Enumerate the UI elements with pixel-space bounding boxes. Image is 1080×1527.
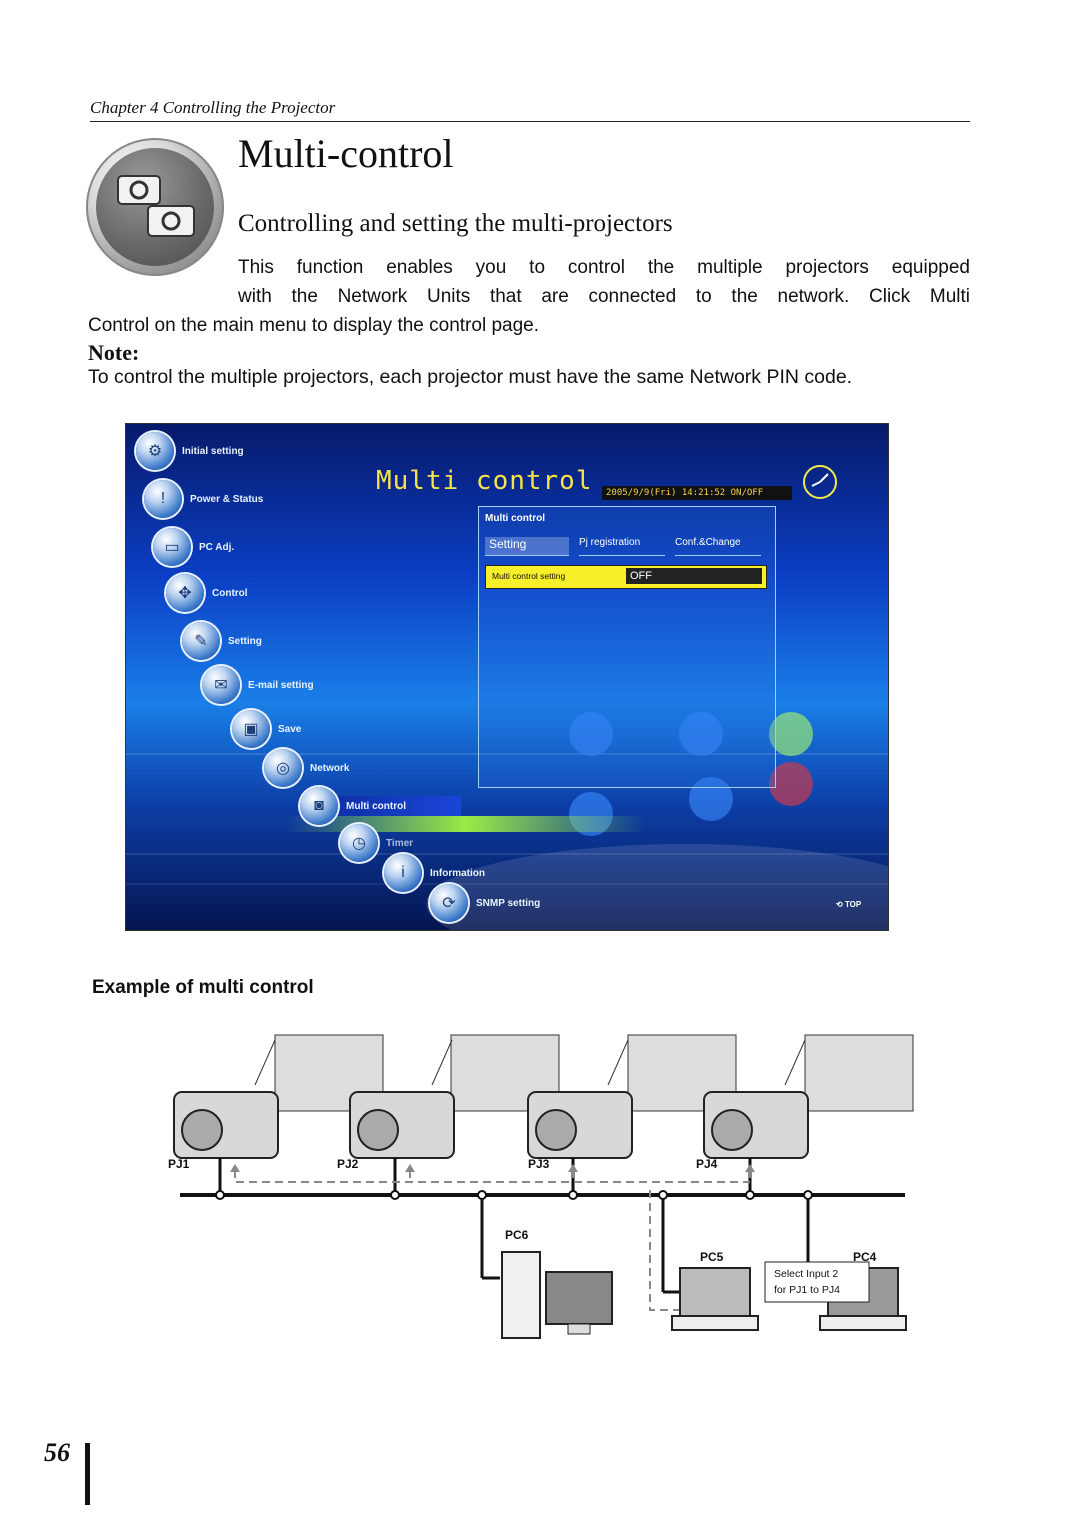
multi-control-icon	[86, 138, 224, 276]
callout-line-1: Select Input 2	[774, 1268, 839, 1280]
tab-setting[interactable]: Setting	[485, 537, 569, 556]
menu-timer[interactable]: ◷ Timer	[340, 824, 413, 862]
menu-information[interactable]: i Information	[384, 854, 485, 892]
menu-save[interactable]: ▣ Save	[232, 710, 301, 748]
wrench-icon: ✎	[182, 622, 220, 660]
tab-pj-registration[interactable]: Pj registration	[579, 537, 665, 556]
panel-title: Multi control	[485, 513, 545, 524]
callout-line-2: for PJ1 to PJ4	[774, 1284, 840, 1296]
label-pc5: PC5	[700, 1250, 724, 1264]
page-number: 56	[44, 1438, 70, 1467]
datetime-bar: 2005/9/9(Fri) 14:21:52 ON/OFF	[602, 486, 792, 500]
multi-control-panel: Multi control Setting Pj registration Co…	[478, 506, 776, 788]
body-text-line-2: with the Network Units that are connecte…	[238, 286, 970, 307]
tab-conf-change[interactable]: Conf.&Change	[675, 537, 761, 556]
body-text-line-3: Control on the main menu to display the …	[88, 315, 539, 336]
envelope-icon: ✉	[202, 666, 240, 704]
multi-control-diagram	[173, 1034, 914, 1339]
menu-email-setting[interactable]: ✉ E-mail setting	[202, 666, 314, 704]
label-pj1: PJ1	[168, 1157, 190, 1171]
chapter-header: Chapter 4 Controlling the Projector	[90, 98, 336, 117]
label-pj4: PJ4	[696, 1157, 718, 1171]
page-title: Multi-control	[238, 131, 454, 176]
pc6-computer	[501, 1251, 613, 1339]
info-icon: i	[384, 854, 422, 892]
note-text: To control the multiple projectors, each…	[88, 366, 853, 388]
disk-icon: ▣	[232, 710, 270, 748]
multi-control-setting-row: Multi control setting OFF	[485, 565, 767, 589]
callout-box	[764, 1261, 870, 1303]
projector-shapes	[173, 1091, 809, 1159]
projector-icon: ◙	[300, 787, 338, 825]
label-pj3: PJ3	[528, 1157, 550, 1171]
timer-icon: ◷	[340, 824, 378, 862]
network-icon: ◎	[264, 749, 302, 787]
menu-pc-adj[interactable]: ▭ PC Adj.	[153, 528, 234, 566]
setting-label: Multi control setting	[492, 571, 566, 581]
header-rule	[90, 121, 970, 122]
top-button[interactable]: ⟲ TOP	[836, 900, 862, 909]
power-icon: !	[144, 480, 182, 518]
label-pc6: PC6	[505, 1228, 529, 1242]
snmp-icon: ⟳	[430, 884, 468, 922]
gear-icon: ⚙	[136, 432, 174, 470]
screenshot-heading: Multi control	[376, 466, 593, 496]
menu-network[interactable]: ◎ Network	[264, 749, 349, 787]
body-text-line-1: This function enables you to control the…	[238, 257, 970, 278]
menu-setting[interactable]: ✎ Setting	[182, 622, 262, 660]
clock-icon	[803, 465, 837, 499]
section-subtitle: Controlling and setting the multi-projec…	[238, 210, 673, 237]
menu-snmp-setting[interactable]: ⟳ SNMP setting	[430, 884, 540, 922]
label-pc4: PC4	[853, 1250, 877, 1264]
control-path	[234, 1170, 751, 1311]
menu-initial-setting[interactable]: ⚙ Initial setting	[136, 432, 244, 470]
label-pj2: PJ2	[337, 1157, 359, 1171]
multi-control-highlight	[301, 796, 461, 816]
menu-multi-control[interactable]: ◙ Multi control	[300, 787, 406, 825]
pc5-laptop	[671, 1267, 759, 1331]
monitor-icon: ▭	[153, 528, 191, 566]
example-heading: Example of multi control	[92, 977, 314, 998]
highlight-band	[286, 816, 646, 832]
multi-control-setting-select[interactable]: OFF	[626, 568, 762, 584]
page-number-bar	[85, 1443, 90, 1505]
menu-control[interactable]: ✥ Control	[166, 574, 248, 612]
note-heading: Note:	[88, 340, 140, 365]
menu-power-status[interactable]: ! Power & Status	[144, 480, 263, 518]
multi-control-screenshot: Multi control 2005/9/9(Fri) 14:21:52 ON/…	[125, 423, 889, 931]
arrows-icon: ✥	[166, 574, 204, 612]
